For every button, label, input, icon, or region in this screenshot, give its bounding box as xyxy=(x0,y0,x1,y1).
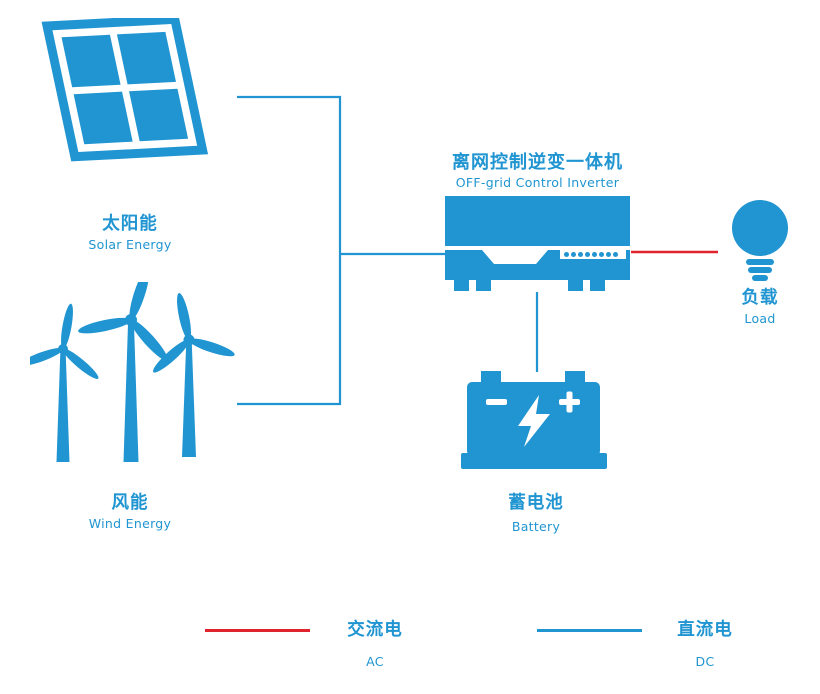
legend-dc-label-zh: 直流电 xyxy=(677,620,733,640)
bulb-screw-base xyxy=(746,259,774,281)
legend-dc-line xyxy=(537,629,642,632)
inverter-label-zh: 离网控制逆变一体机 xyxy=(452,152,623,173)
wind-turbine-medium xyxy=(153,293,235,457)
wind-label-zh: 风能 xyxy=(111,493,149,513)
battery-label-zh: 蓄电池 xyxy=(508,493,564,513)
plus-symbol xyxy=(559,391,580,413)
load-label-zh: 负载 xyxy=(741,288,779,308)
battery-terminal-negative xyxy=(481,371,501,384)
solar-cell xyxy=(73,91,133,145)
inverter-feet xyxy=(454,280,605,291)
inverter-top-panel xyxy=(445,196,630,246)
solar-label-zh: 太阳能 xyxy=(102,214,158,234)
battery-terminal-positive xyxy=(565,371,585,384)
inverter-icon xyxy=(445,196,630,291)
inverter-terminal-dots xyxy=(564,252,618,257)
battery-base xyxy=(461,453,607,469)
inverter-label-en: OFF-grid Control Inverter xyxy=(455,175,620,190)
legend-ac-label-zh: 交流电 xyxy=(347,620,403,640)
lightning-bolt-icon xyxy=(518,395,550,447)
legend-ac-line xyxy=(205,629,310,632)
bulb-globe xyxy=(732,200,788,256)
wind-turbines-icon xyxy=(30,282,235,462)
wind-label-en: Wind Energy xyxy=(88,516,172,531)
legend-dc-label-en: DC xyxy=(695,654,715,669)
solar-panel-frame xyxy=(41,18,209,162)
solar-cell xyxy=(116,31,176,85)
solar-cell xyxy=(61,34,121,88)
minus-symbol xyxy=(486,399,507,405)
light-bulb-icon xyxy=(732,200,788,281)
legend-ac-label-en: AC xyxy=(366,654,384,669)
solar-cell xyxy=(129,88,189,142)
solar-panel-icon xyxy=(41,18,209,162)
wind-turbine-tall xyxy=(78,282,168,462)
battery-label-en: Battery xyxy=(511,519,561,534)
dc-wire-solar-wind xyxy=(237,95,342,406)
inverter-vent-notch xyxy=(482,250,548,264)
load-label-en: Load xyxy=(744,311,776,326)
wind-turbine-small xyxy=(30,303,99,462)
battery-icon xyxy=(461,371,607,469)
solar-label-en: Solar Energy xyxy=(88,237,172,252)
